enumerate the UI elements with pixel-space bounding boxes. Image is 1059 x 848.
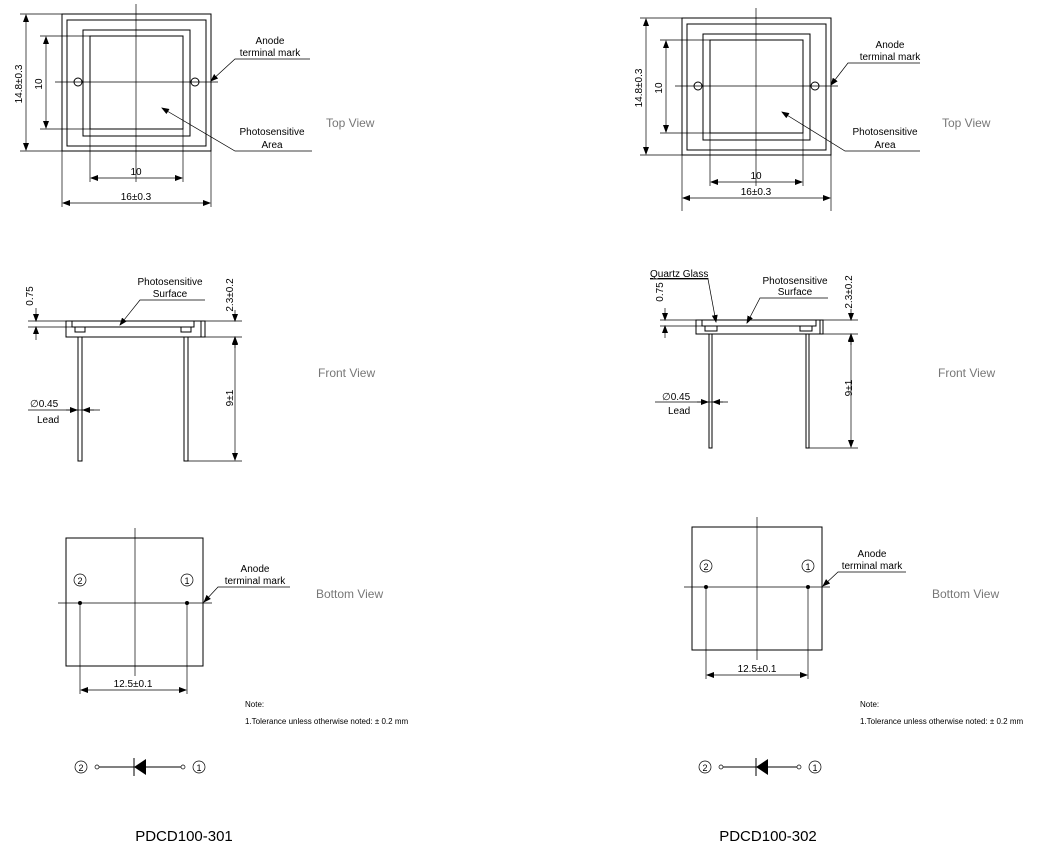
dim-width: 16±0.3: [741, 187, 772, 198]
surface-label: Photosensitive: [762, 276, 827, 287]
anode-label: Anode: [858, 549, 887, 560]
lead-diameter: ∅0.45: [662, 392, 691, 403]
schematic-pin-left: 2: [78, 763, 83, 773]
pin-2-label: 2: [703, 562, 708, 572]
top-view: 14.8±0.3 10 10 16±0.3 Anode terminal mar…: [14, 4, 375, 207]
mounting-hole: [190, 77, 200, 87]
surface-label-2: Surface: [778, 287, 813, 298]
quartz-glass: [704, 325, 718, 332]
dim-lead-length: 9±1: [844, 379, 855, 396]
schematic-pin-right: 1: [196, 763, 201, 773]
bottom-view-label: Bottom View: [932, 587, 999, 601]
anode-label-2: terminal mark: [225, 576, 287, 587]
schematic-pin-right: 1: [812, 763, 817, 773]
dim-window-h: 10: [34, 78, 45, 90]
dim-pitch: 12.5±0.1: [738, 664, 777, 675]
anode-label: Anode: [876, 40, 905, 51]
package-body: [65, 320, 206, 338]
package-outline: [61, 13, 212, 152]
pin-2-label: 2: [77, 576, 82, 586]
package-outline: [65, 537, 204, 667]
quartz-glass-label: Quartz Glass: [650, 269, 708, 280]
note-title: Note:: [245, 700, 264, 709]
photosensitive-area: [89, 35, 184, 130]
front-view-label: Front View: [318, 366, 375, 380]
surface-label-2: Surface: [153, 289, 188, 300]
front-view-label: Front View: [938, 366, 995, 380]
window-frame: [82, 29, 191, 137]
panel-pdcd100-302: 14.8±0.3 10 10 16±0.3 Anode terminal mar…: [634, 8, 1023, 845]
photosensitive-area: [709, 39, 804, 134]
part-number: PDCD100-302: [719, 828, 817, 845]
dim-window: 0.75: [655, 282, 666, 302]
pin-1-label: 1: [184, 576, 189, 586]
photo-label-2: Area: [874, 140, 896, 151]
front-view: 0.75 Quartz Glass Photosensitive Surface…: [650, 269, 995, 449]
top-view: 14.8±0.3 10 10 16±0.3 Anode terminal mar…: [634, 8, 991, 211]
note-text: 1.Tolerance unless otherwise noted: ± 0.…: [860, 717, 1023, 726]
top-view-label: Top View: [942, 116, 991, 130]
surface-label: Photosensitive: [137, 277, 202, 288]
lead: [708, 333, 713, 449]
anode-label-2: terminal mark: [240, 48, 302, 59]
dim-height: 14.8±0.3: [634, 68, 645, 107]
dim-lead-length: 9±1: [225, 389, 236, 406]
lead-diameter: ∅0.45: [30, 399, 59, 410]
lead: [183, 336, 189, 462]
dim-thickness: 2.3±0.2: [844, 275, 855, 309]
photo-label: Photosensitive: [852, 127, 917, 138]
schematic-pin-left: 2: [702, 763, 707, 773]
part-number: PDCD100-301: [135, 828, 233, 845]
pin-1-label: 1: [805, 562, 810, 572]
diode-icon: [756, 759, 768, 775]
dim-window: 0.75: [25, 286, 36, 306]
photo-label: Photosensitive: [239, 127, 304, 138]
lead-label: Lead: [37, 415, 59, 426]
dim-window-h: 10: [654, 82, 665, 94]
anode-label: Anode: [241, 564, 270, 575]
dim-window-w: 10: [130, 167, 142, 178]
dim-window-w: 10: [750, 171, 762, 182]
bottom-view: 2 1 12.5±0.1 Anode terminal mark Bottom …: [58, 528, 383, 694]
anode-label-2: terminal mark: [860, 52, 922, 63]
lead-label: Lead: [668, 406, 690, 417]
dim-height: 14.8±0.3: [14, 64, 25, 103]
diode-schematic: 2 1: [698, 758, 822, 776]
dim-thickness: 2.3±0.2: [225, 278, 236, 312]
diode-schematic: 2 1: [74, 758, 206, 776]
bottom-view: 2 1 12.5±0.1 Anode terminal mark Bottom …: [684, 517, 999, 679]
dim-width: 16±0.3: [121, 192, 152, 203]
mounting-hole: [73, 77, 83, 87]
note-title: Note:: [860, 700, 879, 709]
lead: [805, 333, 810, 449]
dim-pitch: 12.5±0.1: [114, 679, 153, 690]
lead: [77, 336, 83, 462]
note-text: 1.Tolerance unless otherwise noted: ± 0.…: [245, 717, 408, 726]
top-view-label: Top View: [326, 116, 375, 130]
panel-pdcd100-301: 14.8±0.3 10 10 16±0.3 Anode terminal mar…: [14, 4, 408, 845]
pin-1-marker: [180, 573, 194, 587]
anode-label-2: terminal mark: [842, 561, 904, 572]
photo-label-2: Area: [261, 140, 283, 151]
anode-label: Anode: [256, 36, 285, 47]
bottom-view-label: Bottom View: [316, 587, 383, 601]
front-view: 0.75 Photosensitive Surface 2.3±0.2 9±1 …: [25, 277, 375, 462]
pin-2-marker: [73, 573, 87, 587]
diode-icon: [134, 759, 146, 775]
package-body: [695, 319, 824, 335]
